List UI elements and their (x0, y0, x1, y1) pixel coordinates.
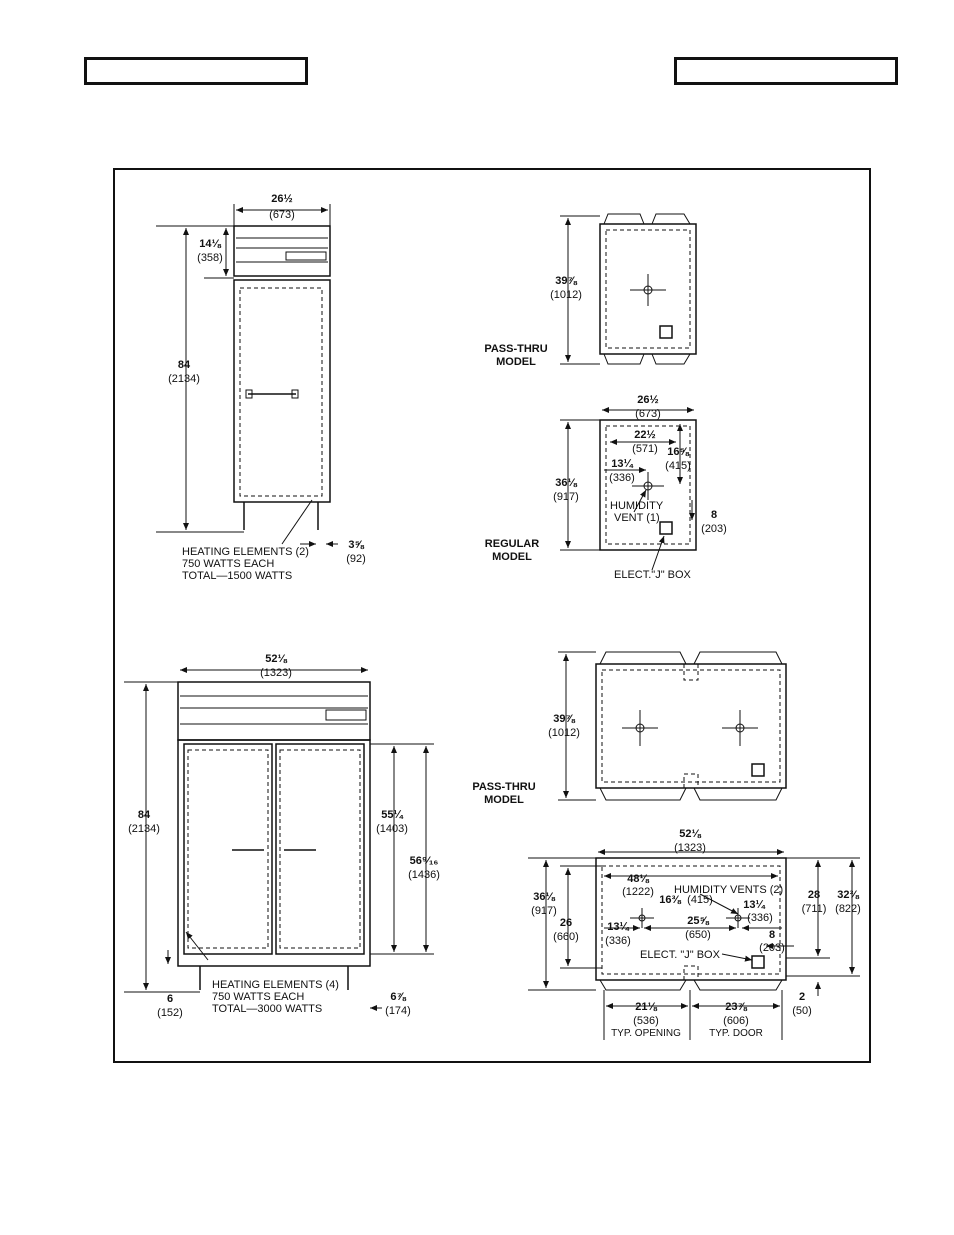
double-pass-thru-plan: 39⅞ (1012) PASS-THRU MODEL (472, 651, 787, 806)
double-side-mm: (174) (385, 1005, 411, 1017)
single-leg: 3⅝ (348, 539, 364, 551)
double-leg: 6 (167, 993, 173, 1005)
single-plan-d4: 8 (711, 509, 717, 521)
double-plan-d2: 16⅜ (659, 894, 681, 906)
double-door-height-mm: (1403) (376, 823, 408, 835)
double-regular-plan: 52⅛ (1323) 48⅛ (1222) HUMIDITY VENTS (2)… (528, 828, 861, 1040)
double-plan-width-mm: (1323) (674, 842, 706, 854)
double-plan-open-width: 21⅛ (635, 1001, 657, 1013)
header-right-box (674, 57, 898, 85)
header-left-box (84, 57, 308, 85)
double-plan-d1-mm: (1222) (622, 886, 654, 898)
double-plan-d9: 32⅜ (837, 889, 859, 901)
double-pass-label-1: PASS-THRU (472, 781, 535, 793)
double-plan-door-width-mm: (606) (723, 1015, 749, 1027)
single-plan-d2-mm: (415) (665, 460, 691, 472)
single-leg-mm: (92) (346, 553, 366, 565)
double-heat-line-1: HEATING ELEMENTS (4) (212, 979, 339, 991)
single-reg-label-2: MODEL (492, 551, 532, 563)
double-door-height: 55¼ (381, 809, 403, 821)
double-plan-d10-mm: (203) (759, 942, 785, 954)
single-plan-depth: 36⅛ (555, 477, 577, 489)
single-plan-vent-2: VENT (1) (614, 512, 660, 524)
single-top-height: 14⅛ (199, 238, 221, 250)
single-top-height-mm: (358) (197, 252, 223, 264)
single-plan-depth-mm: (917) (553, 491, 579, 503)
single-pass-depth-mm: (1012) (550, 289, 582, 301)
single-width-mm: (673) (269, 209, 295, 221)
single-door-elevation (156, 204, 338, 547)
single-plan-d1: 22½ (634, 429, 655, 441)
single-height-mm: (2134) (168, 373, 200, 385)
single-pass-label-1: PASS-THRU (484, 343, 547, 355)
single-plan-width-mm: (673) (635, 408, 661, 420)
double-plan-d3: 13¼ (743, 899, 765, 911)
single-door-labels: 26½ (673) 14⅛ (358) 84 (2134) 3⅝ (92) HE… (168, 193, 366, 582)
double-door-labels: 52⅛ (1323) 84 (2134) 55¼ (1403) 56⁹⁄₁₆ (… (128, 653, 440, 1019)
double-plan-d5-mm: (660) (553, 931, 579, 943)
double-heat-line-2: 750 WATTS EACH (212, 991, 304, 1003)
double-plan-d1: 48⅛ (627, 873, 649, 885)
single-width: 26½ (271, 193, 292, 205)
double-plan-vents: HUMIDITY VENTS (2) (674, 884, 783, 896)
single-heat-line-3: TOTAL—1500 WATTS (182, 570, 292, 582)
single-plan-d4-mm: (203) (701, 523, 727, 535)
double-plan-d11-mm: (50) (792, 1005, 812, 1017)
single-height: 84 (178, 359, 191, 371)
double-plan-d3-mm: (336) (747, 912, 773, 924)
double-plan-open-label: TYP. OPENING (611, 1028, 681, 1039)
single-pass-thru-plan: 39⅞ (1012) PASS-THRU MODEL (484, 213, 697, 368)
single-plan-d3: 13¼ (611, 458, 633, 470)
double-pass-depth: 39⅞ (553, 713, 575, 725)
double-door-elevation (124, 667, 434, 1011)
double-plan-door-label: TYP. DOOR (709, 1028, 763, 1039)
double-plan-door-width: 23⅞ (725, 1001, 747, 1013)
double-plan-d8-mm: (711) (802, 903, 827, 915)
double-plan-d6-mm: (336) (605, 935, 631, 947)
double-width-mm: (1323) (260, 667, 292, 679)
single-reg-label-1: REGULAR (485, 538, 539, 550)
double-leg-mm: (152) (157, 1007, 183, 1019)
single-heat-line-1: HEATING ELEMENTS (2) (182, 546, 309, 558)
single-plan-d1-mm: (571) (632, 443, 658, 455)
double-side: 6⅞ (390, 991, 406, 1003)
double-height-mm: (2134) (128, 823, 160, 835)
double-plan-jbox: ELECT. "J" BOX (640, 949, 721, 961)
double-pass-label-2: MODEL (484, 794, 524, 806)
double-plan-d10: 8 (769, 929, 775, 941)
single-plan-vent-1: HUMIDITY (610, 500, 664, 512)
double-open-height-mm: (1436) (408, 869, 440, 881)
double-plan-d7: 25⅝ (687, 915, 709, 927)
single-plan-d2: 16⅝ (667, 446, 689, 458)
double-width: 52⅛ (265, 653, 287, 665)
double-plan-depth-mm: (917) (531, 905, 557, 917)
single-pass-depth: 39⅞ (555, 275, 577, 287)
double-plan-d8: 28 (808, 889, 820, 901)
double-plan-d2-mm: (415) (687, 894, 713, 906)
double-pass-depth-mm: (1012) (548, 727, 580, 739)
single-regular-plan: 26½ (673) 22½ (571) 16⅝ (415) 13¼ (336) … (485, 394, 727, 581)
double-heat-line-3: TOTAL—3000 WATTS (212, 1003, 322, 1015)
double-plan-width: 52⅛ (679, 828, 701, 840)
drawing-frame (113, 168, 871, 1063)
double-plan-d5: 26 (560, 917, 572, 929)
double-plan-d6: 13¼ (607, 921, 629, 933)
single-heat-line-2: 750 WATTS EACH (182, 558, 274, 570)
double-plan-open-width-mm: (536) (633, 1015, 659, 1027)
double-open-height: 56⁹⁄₁₆ (410, 855, 439, 867)
single-plan-width: 26½ (637, 394, 658, 406)
single-pass-label-2: MODEL (496, 356, 536, 368)
double-plan-depth: 36⅛ (533, 891, 555, 903)
double-plan-d7-mm: (650) (685, 929, 711, 941)
double-plan-d11: 2 (799, 991, 805, 1003)
double-height: 84 (138, 809, 151, 821)
single-plan-jbox: ELECT."J" BOX (614, 569, 692, 581)
single-plan-d3-mm: (336) (609, 472, 635, 484)
double-plan-d9-mm: (822) (835, 903, 861, 915)
